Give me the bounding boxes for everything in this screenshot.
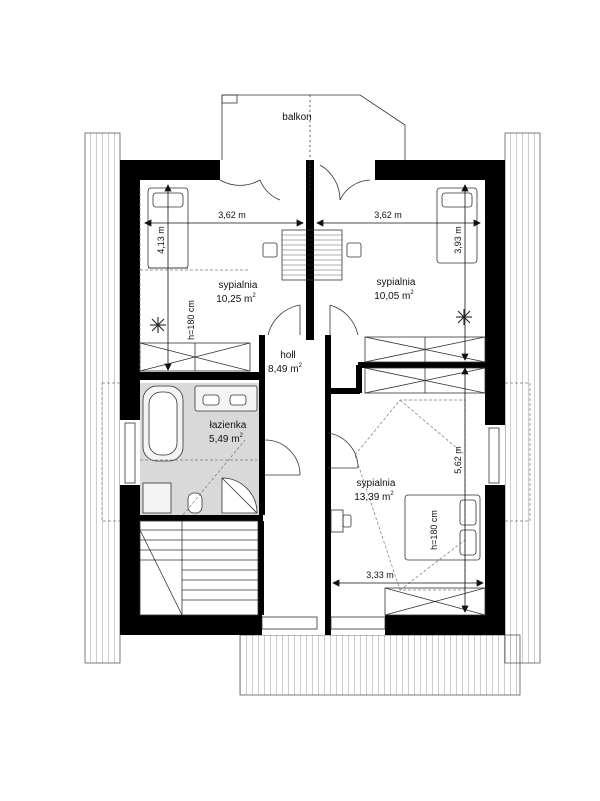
plant-icon — [456, 309, 472, 325]
dimension-bedroom-3-width: 3,33 m — [366, 570, 394, 580]
chair-icon — [342, 514, 352, 528]
room-name-bedroom-2: sypialnia — [377, 277, 416, 288]
toilet-icon — [187, 492, 203, 514]
windows — [124, 422, 500, 630]
bed-icon — [404, 494, 481, 561]
washing-machine-icon — [142, 482, 172, 514]
bathroom-slope-lines — [140, 439, 257, 516]
balcony — [221, 94, 406, 160]
bathroom-fixtures — [142, 385, 258, 514]
dimension-bedroom-1-depth: 4,13 m — [156, 226, 166, 254]
room-area-hall: 8,49 m2 — [268, 363, 303, 375]
room-name-hall: holl — [280, 350, 296, 361]
exterior-walls — [120, 160, 505, 635]
room-name-bedroom-3: sypialnia — [357, 478, 396, 489]
headroom-label-right: h=180 cm — [429, 510, 439, 550]
roof-eave-left — [84, 132, 121, 664]
room-name-bedroom-1: sypialnia — [219, 280, 258, 291]
chair-icon — [346, 242, 362, 258]
bed-icon — [436, 187, 478, 264]
balcony-doors — [219, 160, 371, 201]
balcony-label: balkon — [282, 112, 311, 123]
staircase — [139, 520, 259, 616]
interior-doors — [264, 304, 359, 476]
headroom-label-left: h=180 cm — [186, 300, 196, 340]
dimension-lines — [144, 184, 484, 613]
chair-icon — [262, 242, 278, 258]
sink-icon — [229, 394, 247, 406]
room-area-bedroom-1: 10,25 m2 — [216, 293, 256, 305]
room-area-bedroom-2: 10,05 m2 — [374, 290, 414, 302]
dimension-bedroom-3-depth: 5,62 m — [453, 446, 463, 474]
plant-icon — [150, 317, 166, 333]
room-area-bathroom: 5,49 m2 — [209, 433, 244, 445]
sink-icon — [202, 394, 220, 406]
desk-chairs — [262, 229, 362, 281]
room-area-bedroom-3: 13,39 m2 — [354, 491, 394, 503]
roof-eave-right — [504, 132, 541, 664]
dimension-bedroom-2-depth: 3,93 m — [453, 226, 463, 254]
dimension-bedroom-2-width: 3,62 m — [374, 210, 402, 220]
dimension-bedroom-1-width: 3,62 m — [218, 210, 246, 220]
roof-eave-bottom — [239, 634, 521, 696]
room-name-bathroom: łazienka — [210, 420, 247, 431]
